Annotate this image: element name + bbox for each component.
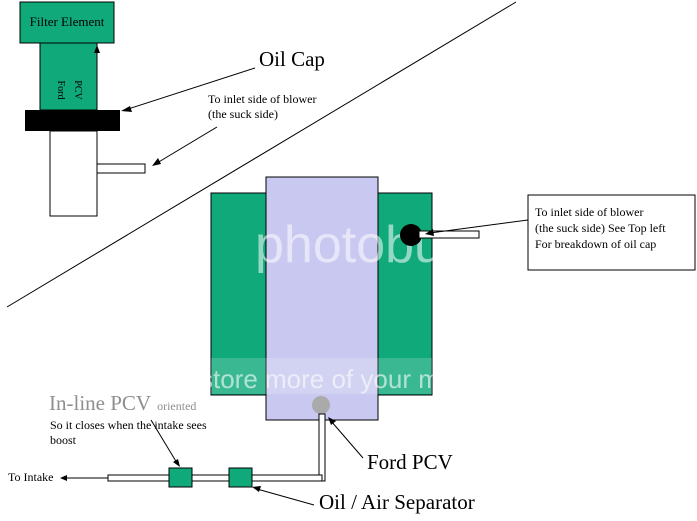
oil-cap-arrow (124, 67, 256, 111)
inlet-box-line3: For breakdown of oil cap (535, 237, 656, 251)
oil-air-separator (228, 467, 253, 488)
inlet-top-arrow (156, 126, 218, 164)
separator-label: Oil / Air Separator (319, 490, 475, 514)
oil-cap-side-port (96, 163, 146, 174)
inlet-box-line1: To inlet side of blower (535, 205, 643, 219)
ford-pcv-arrow-head (328, 417, 336, 425)
watermark-line2: store more of your memories (200, 364, 532, 394)
oil-cap-bar (25, 110, 120, 131)
inline-pcv-arrow (150, 419, 178, 464)
to-intake-arrow-head (60, 475, 67, 481)
closes-label-line1: So it closes when the intake sees (50, 418, 207, 432)
ford-pcv-body (39, 42, 98, 111)
oil-cap-base (49, 130, 98, 217)
ford-pcv-label: Ford PCV (367, 450, 453, 474)
oil-cap-label: Oil Cap (259, 47, 325, 71)
oriented-text: oriented (157, 399, 196, 413)
pcv-flow-arrow-head (94, 45, 100, 53)
right-port-tube (418, 230, 480, 239)
intake-hose (107, 474, 323, 482)
to-intake-label: To Intake (8, 470, 53, 484)
inlet-info-box (527, 194, 696, 271)
inlet-top-label-line1: To inlet side of blower (208, 92, 316, 106)
engine-block (265, 176, 379, 421)
inline-pcv-valve (168, 467, 193, 488)
inline-pcv-label: In-line PCV oriented (49, 391, 196, 415)
inlet-top-arrow-head (152, 158, 161, 166)
ford-pcv-knob (312, 396, 330, 414)
watermark-band (211, 358, 432, 394)
inlet-top-label-line2: (the suck side) (208, 107, 278, 121)
inlet-box-arrow-head (425, 229, 434, 236)
inlet-box-arrow (429, 219, 529, 234)
separator-arrow (256, 488, 315, 506)
diagonal-divider (6, 1, 517, 308)
ford-pcv-vertical-label-1: Ford (55, 81, 66, 100)
watermark-line1: photobucket (255, 216, 539, 274)
inline-pcv-arrow-head (173, 459, 180, 467)
closes-label-line2: boost (50, 433, 77, 447)
ford-pcv-vertical-label-2: PCV (72, 80, 83, 100)
inlet-box-line2: (the suck side) See Top left (535, 221, 666, 235)
pcv-down-tube (318, 413, 326, 482)
right-port-circle (400, 224, 422, 246)
left-head (210, 192, 267, 396)
oil-cap-arrow-head (121, 106, 132, 112)
ford-pcv-arrow (330, 420, 364, 459)
filter-element-label: Filter Element (30, 14, 105, 29)
separator-arrow-head (252, 486, 261, 492)
inline-pcv-text: In-line PCV (49, 391, 151, 415)
